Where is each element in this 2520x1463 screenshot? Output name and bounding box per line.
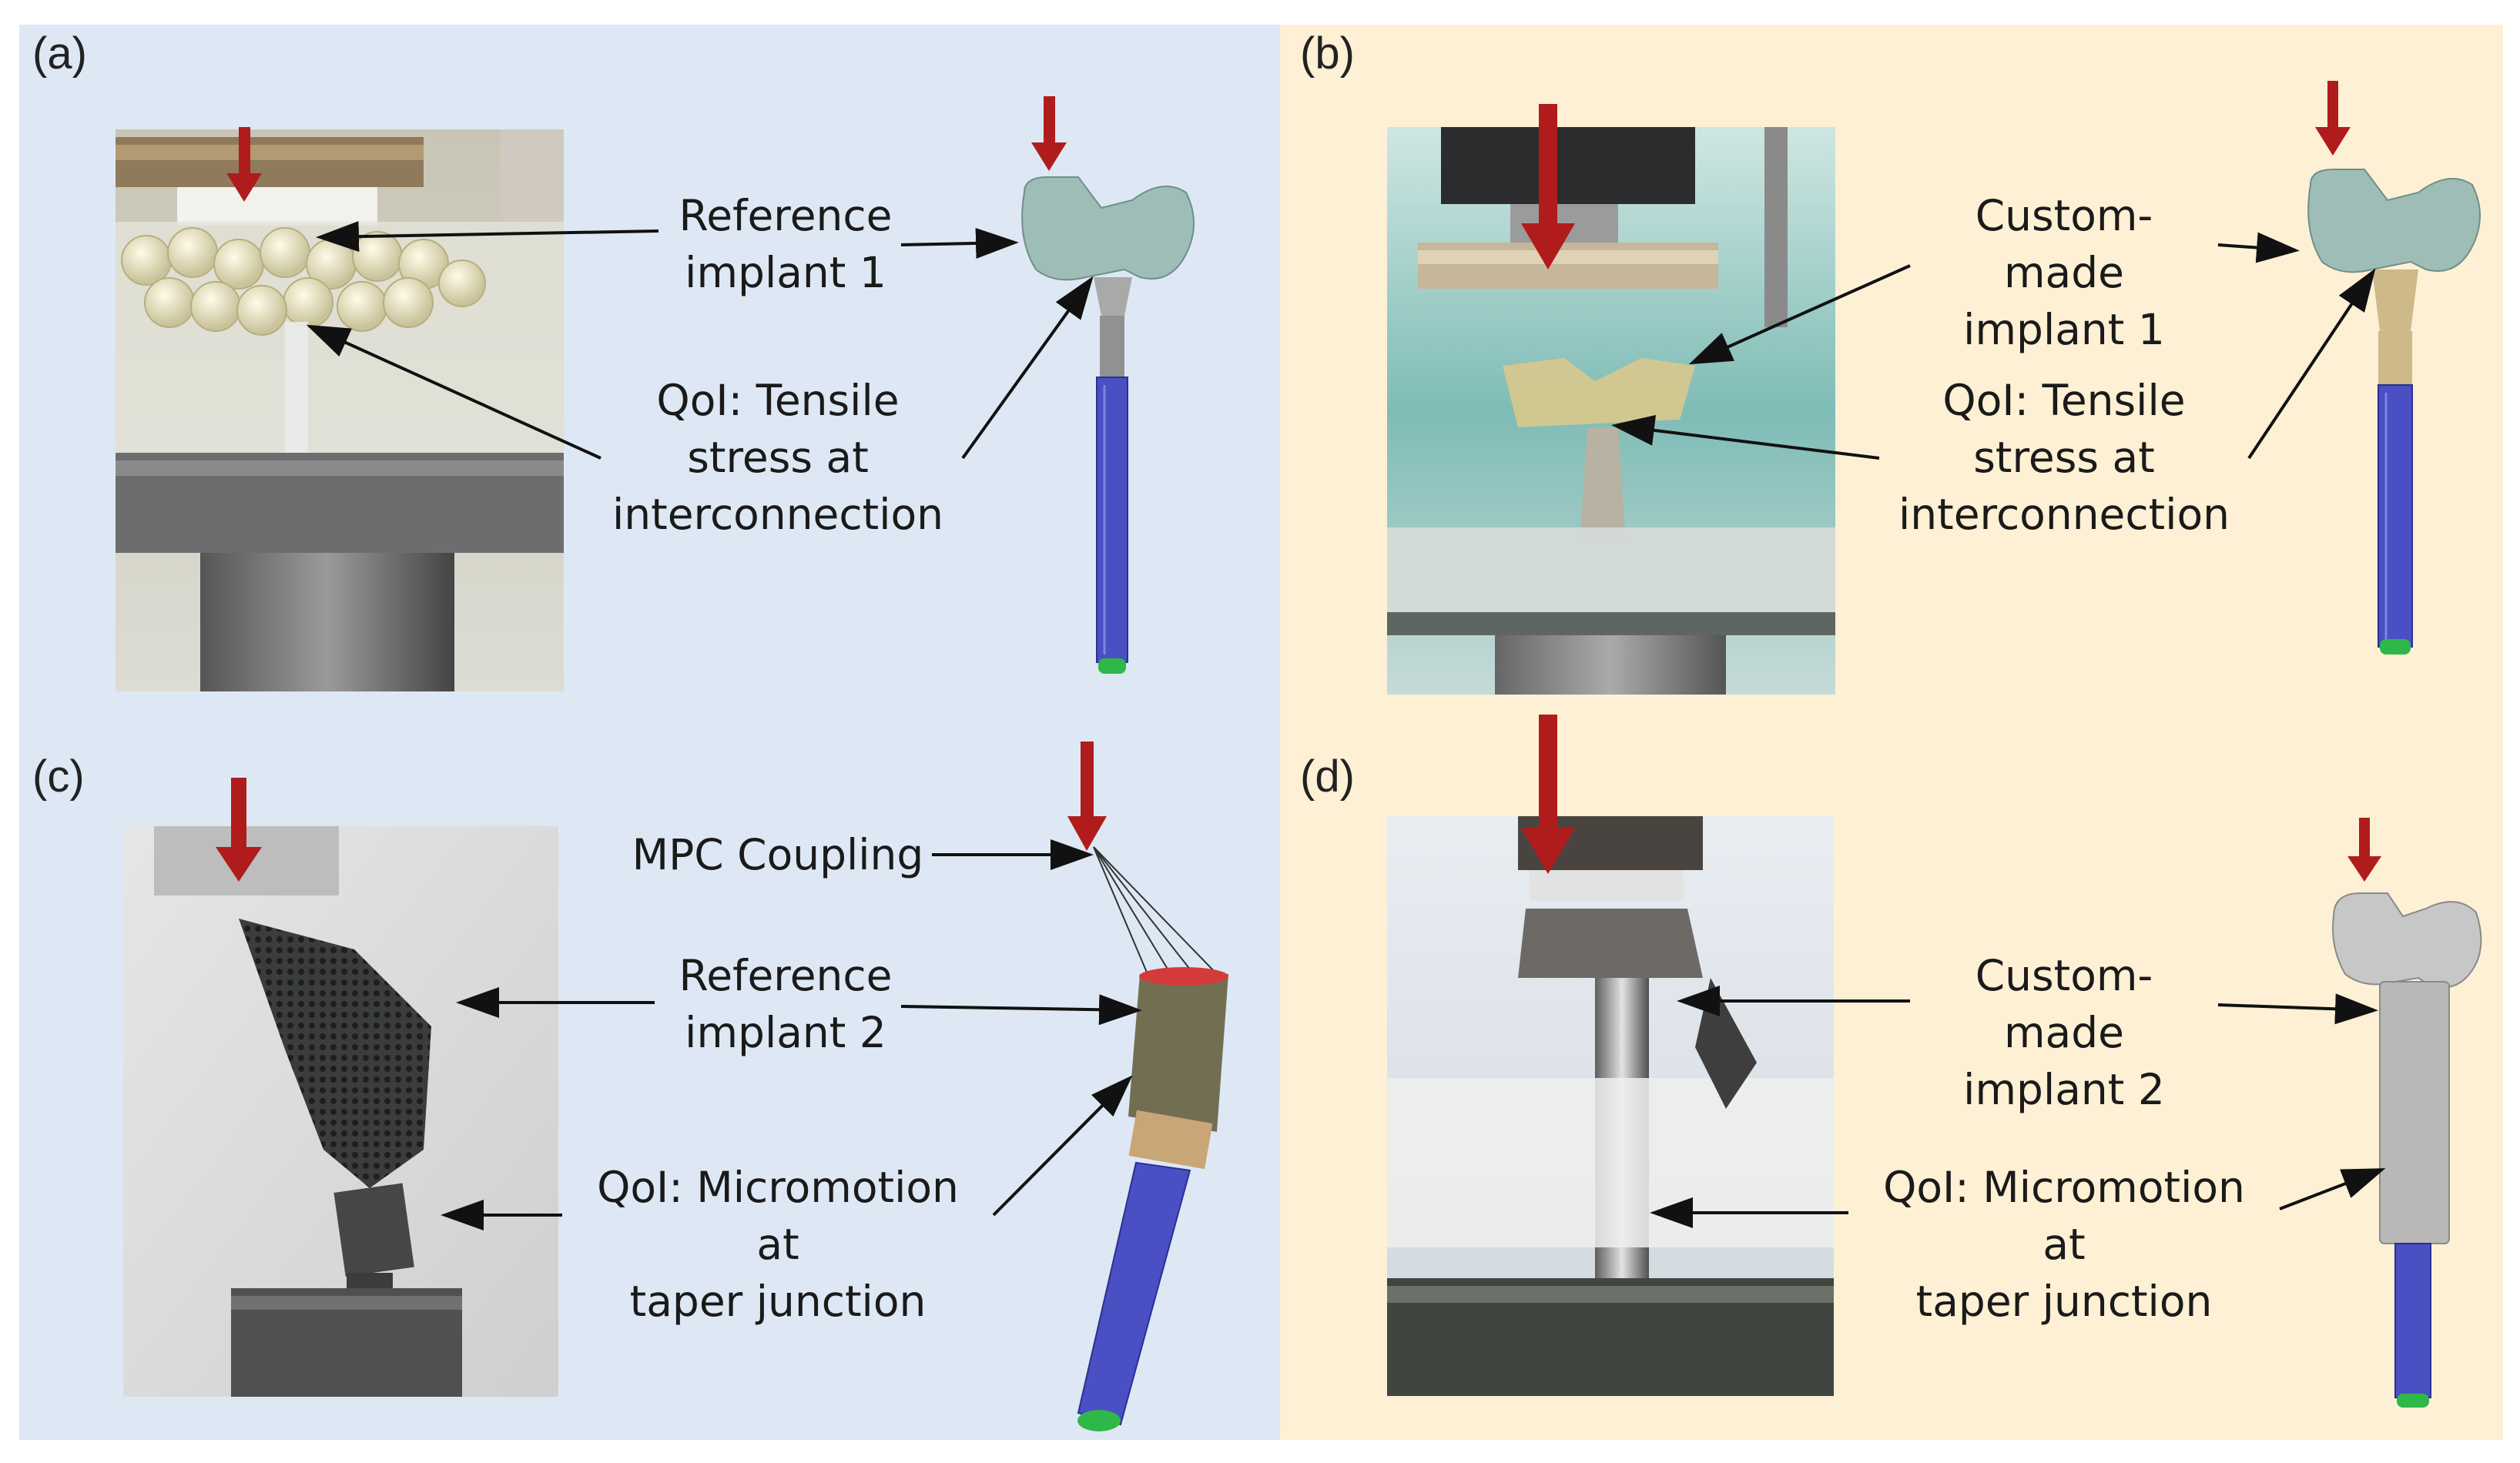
- label-custom-made-implant-2: Custom-made implant 2: [1963, 951, 2165, 1114]
- label-qoi-micromotion-c: QoI: Micromotion at taper junction: [597, 1163, 959, 1326]
- fe-model-reference-implant-2: [1063, 839, 1263, 1440]
- panel-tag-d: (d): [1300, 752, 1355, 802]
- photo-test-setup-c: [123, 826, 558, 1397]
- panel-tag-b: (b): [1300, 28, 1355, 79]
- label-qoi-micromotion-d: QoI: Micromotion at taper junction: [1883, 1163, 2245, 1326]
- fe-model-custom-made-implant-2: [2326, 886, 2495, 1417]
- fe-model-reference-implant-1: [1001, 162, 1217, 685]
- label-custom-made-implant-1: Custom-made implant 1: [1963, 191, 2165, 354]
- load-arrow-icon: [216, 81, 2381, 882]
- fe-model-custom-made-implant-1: [2295, 154, 2511, 678]
- label-reference-implant-2: Reference implant 2: [679, 951, 893, 1057]
- photo-test-setup-d: [1387, 816, 1834, 1396]
- label-reference-implant-1: Reference implant 1: [679, 191, 893, 297]
- label-qoi-tensile-stress-a: QoI: Tensile stress at interconnection: [612, 376, 943, 539]
- pointer-arrow-icon: [306, 221, 2386, 1230]
- label-qoi-tensile-stress-b: QoI: Tensile stress at interconnection: [1898, 376, 2230, 539]
- panel-tag-a: (a): [32, 28, 87, 79]
- panel-tag-c: (c): [32, 752, 85, 802]
- label-mpc-coupling: MPC Coupling: [632, 830, 924, 879]
